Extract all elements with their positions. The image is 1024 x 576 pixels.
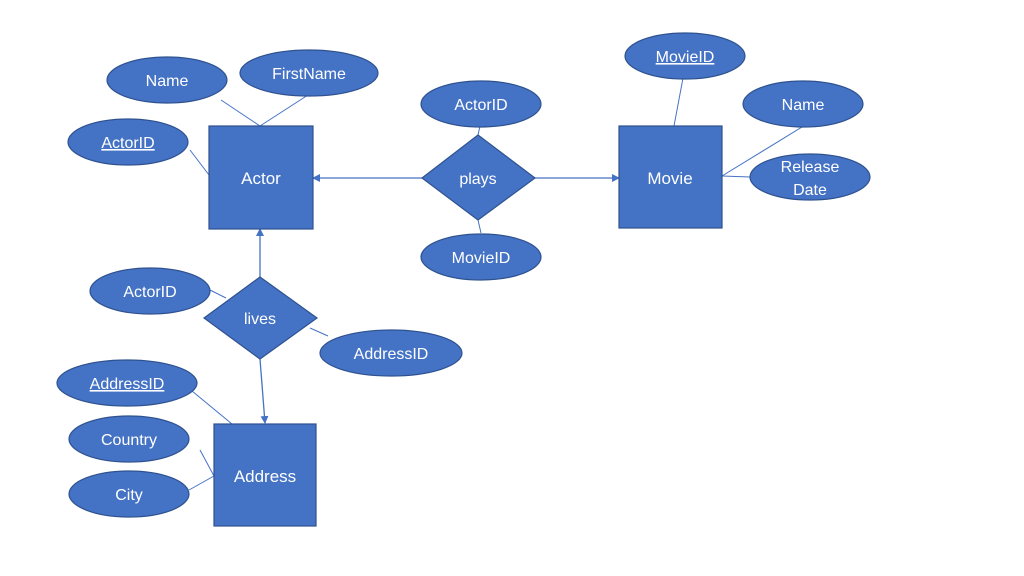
- connector-movie-release: [721, 175, 751, 178]
- entity-address-label: Address: [234, 467, 296, 486]
- arrow-lives-to-address: [259, 358, 269, 424]
- attribute-actor-name-label: Name: [146, 73, 189, 90]
- attribute-address-addressid[interactable]: AddressID: [56, 359, 198, 407]
- attribute-plays-actorid[interactable]: ActorID: [420, 80, 542, 128]
- attribute-movie-name-label: Name: [782, 97, 825, 114]
- attribute-movie-release-label-line2: Date: [793, 182, 827, 199]
- attribute-address-country-label: Country: [101, 432, 157, 449]
- connector-movie-movieid: [673, 77, 684, 127]
- entity-actor-label: Actor: [241, 169, 281, 188]
- attribute-actor-firstname-label: FirstName: [272, 66, 346, 83]
- entity-movie[interactable]: Movie: [618, 125, 723, 229]
- attribute-connectors: [188, 77, 803, 491]
- relationship-plays-label: plays: [459, 171, 496, 188]
- connector-address-city: [188, 475, 215, 491]
- attribute-lives-actorid-label: ActorID: [123, 284, 176, 301]
- attribute-actor-name[interactable]: Name: [106, 56, 228, 104]
- connector-actor-firstname: [259, 94, 309, 127]
- connector-address-country: [199, 449, 215, 477]
- attribute-movie-release-label-line1: Release: [781, 159, 840, 176]
- connector-actor-actorid: [189, 149, 210, 176]
- entity-actor[interactable]: Actor: [208, 125, 314, 230]
- relationship-lives-label: lives: [244, 311, 276, 328]
- attribute-movie-name[interactable]: Name: [742, 80, 864, 128]
- relationship-lives[interactable]: lives: [202, 276, 319, 360]
- attribute-address-city-label: City: [115, 487, 143, 504]
- attribute-address-country[interactable]: Country: [68, 415, 190, 463]
- connector-address-addressid: [191, 390, 233, 425]
- relationship-arrows: [256, 174, 620, 424]
- attribute-plays-movieid-label: MovieID: [452, 250, 511, 267]
- entity-movie-label: Movie: [647, 169, 692, 188]
- attribute-address-city[interactable]: City: [68, 470, 190, 518]
- attribute-actor-firstname[interactable]: FirstName: [239, 49, 379, 97]
- connector-movie-name: [721, 126, 803, 177]
- entity-address[interactable]: Address: [213, 423, 317, 527]
- attribute-actor-actorid-label: ActorID: [101, 135, 154, 152]
- attribute-movie-release-date[interactable]: Release Date: [749, 153, 871, 201]
- attribute-movie-movieid[interactable]: MovieID: [624, 32, 746, 80]
- relationship-plays[interactable]: plays: [421, 134, 537, 221]
- attribute-lives-addressid-label: AddressID: [354, 346, 429, 363]
- connector-lives-addressid: [309, 327, 329, 337]
- connector-actor-name: [220, 99, 261, 127]
- attribute-plays-actorid-label: ActorID: [454, 97, 507, 114]
- attribute-lives-actorid[interactable]: ActorID: [89, 267, 211, 315]
- attribute-address-addressid-label: AddressID: [90, 376, 165, 393]
- connector-plays-movieid: [477, 219, 482, 234]
- attribute-plays-movieid[interactable]: MovieID: [420, 233, 542, 281]
- attribute-actor-actorid[interactable]: ActorID: [67, 118, 189, 166]
- connector-lives-actorid: [209, 289, 227, 299]
- attribute-movie-movieid-label: MovieID: [656, 49, 715, 66]
- attribute-lives-addressid[interactable]: AddressID: [319, 329, 463, 377]
